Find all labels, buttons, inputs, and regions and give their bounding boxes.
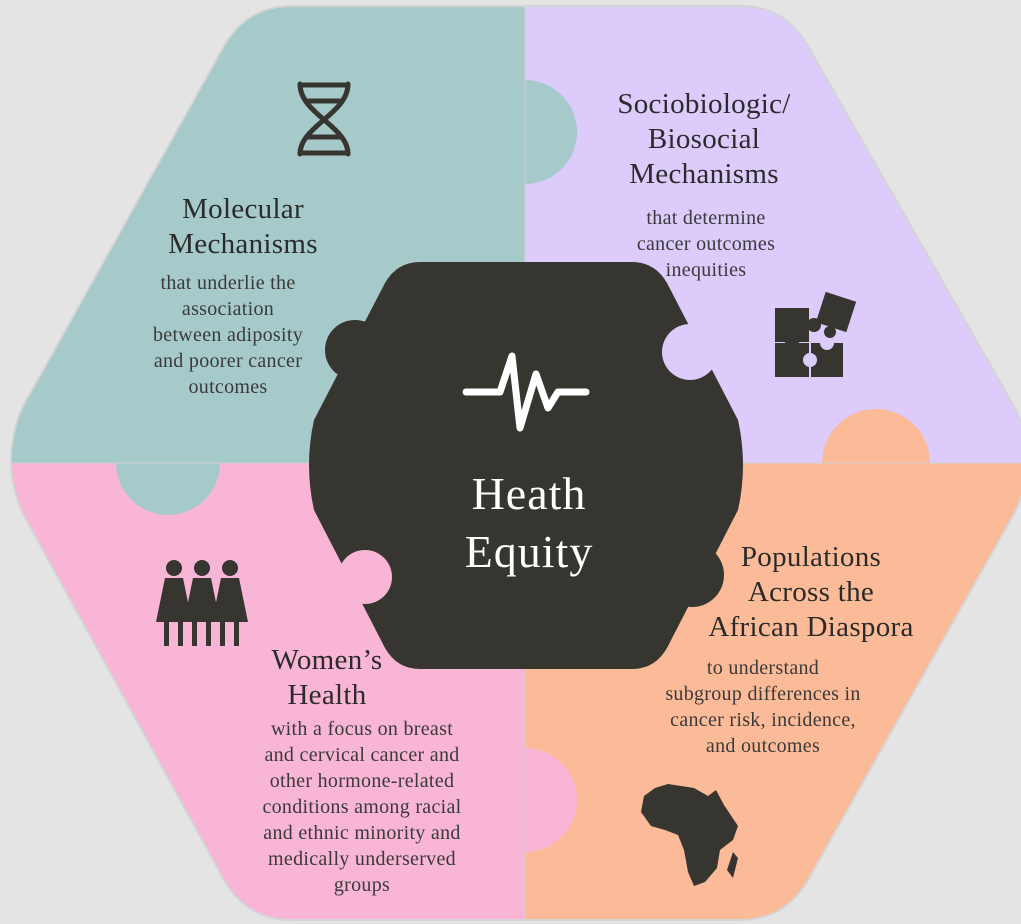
womens-health-desc-line: other hormone-related [269, 770, 455, 792]
molecular-title-line1: Molecular [182, 193, 304, 225]
womens-health-desc-line: medically underserved [268, 848, 456, 870]
center-knob-right [660, 543, 724, 607]
center-socket-bottom-left [338, 550, 392, 604]
molecular-desc-line: that underlie the [160, 272, 296, 294]
womens-health-title: Women’s Health [216, 643, 438, 713]
sociobiologic-title-line1: Sociobiologic/ [617, 88, 791, 120]
africa-map-icon [641, 784, 738, 886]
populations-title-line2: Across the [747, 576, 875, 608]
womens-health-description: with a focus on breast and cervical canc… [236, 716, 488, 898]
womens-health-desc-line: with a focus on breast [270, 718, 454, 740]
molecular-description: that underlie the association between ad… [118, 270, 338, 400]
center-title: Heath Equity [424, 465, 634, 581]
sociobiologic-desc-line: cancer outcomes [636, 233, 776, 255]
molecular-desc-line: and poorer cancer [153, 350, 303, 372]
womens-health-title-line2: Health [287, 679, 367, 711]
center-hub [309, 262, 743, 669]
populations-desc-line: cancer risk, incidence, [670, 709, 856, 731]
womens-health-desc-line: groups [333, 874, 391, 896]
puzzle-pieces-icon [775, 291, 857, 377]
molecular-desc-line: association [181, 298, 275, 320]
center-socket-top-right [662, 324, 718, 380]
womens-health-desc-line: and ethnic minority and [263, 822, 461, 844]
hexagon-outline [10, 5, 1021, 921]
populations-description: to understand subgroup differences in ca… [633, 655, 893, 759]
center-title-line2: Equity [464, 526, 594, 577]
sociobiologic-desc-line: that determine [646, 207, 766, 229]
populations-title-line3: African Diaspora [708, 611, 914, 643]
center-title-line1: Heath [471, 468, 587, 519]
sociobiologic-desc-line: inequities [665, 259, 747, 281]
heartbeat-pulse-icon [462, 352, 590, 432]
populations-title: Populations Across the African Diaspora [686, 540, 936, 645]
molecular-title-line2: Mechanisms [168, 228, 318, 260]
dna-icon [297, 81, 351, 157]
populations-desc-line: to understand [706, 657, 820, 679]
womens-health-desc-line: and cervical cancer and [264, 744, 460, 766]
sociobiologic-title-line3: Mechanisms [629, 158, 779, 190]
molecular-title: Molecular Mechanisms [128, 192, 358, 262]
molecular-desc-line: outcomes [188, 376, 268, 398]
sociobiologic-title: Sociobiologic/ Biosocial Mechanisms [584, 87, 824, 192]
womens-health-desc-line: conditions among racial [262, 796, 462, 818]
center-knob-left [325, 320, 385, 380]
molecular-desc-line: between adiposity [152, 324, 304, 346]
populations-title-line1: Populations [740, 541, 882, 573]
sociobiologic-title-line2: Biosocial [647, 123, 761, 155]
sociobiologic-description: that determine cancer outcomes inequitie… [596, 205, 816, 283]
womens-health-title-line1: Women’s [271, 644, 383, 676]
three-women-icon [156, 560, 248, 646]
center-hexagon [309, 262, 743, 669]
populations-desc-line: subgroup differences in [665, 683, 861, 705]
populations-desc-line: and outcomes [705, 735, 821, 757]
